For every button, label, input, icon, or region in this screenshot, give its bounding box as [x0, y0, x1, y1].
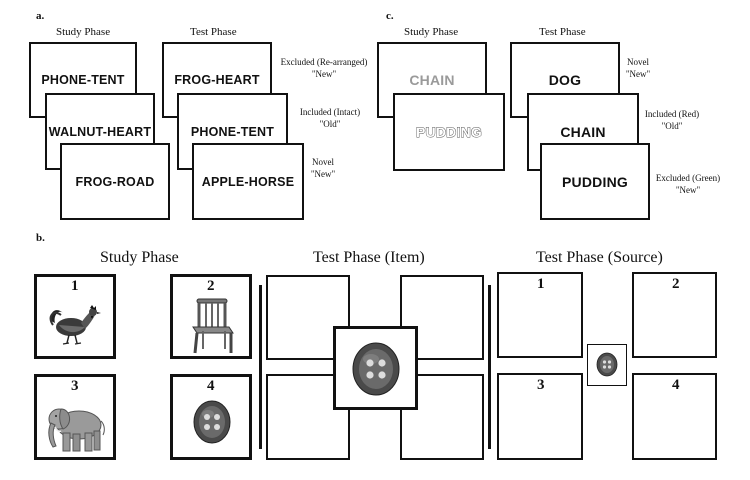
panel-c-label: c.: [386, 10, 394, 22]
note-line-1: Excluded (Green): [655, 173, 721, 183]
note-line-1: Novel: [312, 157, 334, 167]
panel-c-study-card-2: PUDDING: [393, 93, 505, 171]
frame-number: 2: [672, 276, 680, 292]
source-frame-3: 3: [497, 373, 583, 460]
rooster-icon: [49, 305, 101, 345]
source-frame-center: [587, 344, 627, 386]
frame-number: 1: [71, 278, 79, 294]
panel-a-test-phase-title: Test Phase: [190, 26, 237, 38]
card-word-pair: WALNUT-HEART: [48, 124, 152, 139]
panel-a-study-card-3: FROG-ROAD: [60, 143, 170, 220]
card-word: PUDDING: [416, 124, 483, 141]
elephant-icon: [48, 408, 105, 452]
panel-b-divider-left: [259, 285, 262, 449]
button-icon: [596, 352, 618, 377]
note-line-1: Included (Intact): [299, 107, 361, 117]
frame-number: 4: [207, 378, 215, 394]
panel-b-test-source-title: Test Phase (Source): [536, 249, 663, 266]
panel-b-divider-right: [488, 285, 491, 449]
note-line-2: "New": [625, 69, 651, 79]
card-word-pair: FROG-ROAD: [75, 174, 155, 189]
panel-b-test-item-title: Test Phase (Item): [313, 249, 425, 266]
panel-a-note-novel: Novel "New": [300, 156, 346, 180]
card-word-pair: APPLE-HORSE: [201, 174, 295, 189]
button-icon: [352, 342, 400, 396]
card-word-pair: PHONE-TENT: [41, 73, 125, 87]
study-frame-4: 4: [170, 374, 252, 460]
note-line-1: Novel: [627, 57, 649, 67]
study-frame-3: 3: [34, 374, 116, 460]
panel-c-study-phase-title: Study Phase: [404, 26, 459, 38]
panel-c-test-card-3: PUDDING: [540, 143, 650, 220]
panel-a-note-excluded: Excluded (Re-arranged) "New": [276, 56, 372, 80]
note-line-2: "New": [675, 185, 701, 195]
card-word: DOG: [548, 72, 582, 88]
panel-a-note-included: Included (Intact) "Old": [290, 106, 370, 130]
button-icon: [193, 400, 231, 444]
card-word: CHAIN: [409, 72, 455, 88]
panel-c-note-novel: Novel "New": [620, 56, 656, 80]
note-line-2: "Old": [319, 119, 341, 129]
note-line-1: Included (Red): [644, 109, 700, 119]
note-line-1: Excluded (Re-arranged): [280, 57, 368, 67]
card-word: PUDDING: [562, 173, 628, 190]
note-line-2: "Old": [661, 121, 683, 131]
frame-number: 3: [537, 377, 545, 393]
source-frame-2: 2: [632, 272, 717, 358]
panel-b-label: b.: [36, 232, 45, 244]
panel-a-label: a.: [36, 10, 45, 22]
panel-a-test-card-3: APPLE-HORSE: [192, 143, 304, 220]
frame-number: 3: [71, 378, 79, 394]
source-frame-4: 4: [632, 373, 717, 460]
panel-c-note-included: Included (Red) "Old": [640, 108, 704, 132]
panel-c-test-phase-title: Test Phase: [539, 26, 586, 38]
source-frame-1: 1: [497, 272, 583, 358]
study-frame-2: 2: [170, 274, 252, 359]
panel-c-note-excluded: Excluded (Green) "New": [651, 172, 725, 196]
card-word-pair: FROG-HEART: [174, 73, 260, 87]
card-word: CHAIN: [560, 124, 606, 140]
frame-number: 4: [672, 377, 680, 393]
panel-a-study-phase-title: Study Phase: [56, 26, 111, 38]
chair-icon: [192, 298, 234, 354]
note-line-2: "New": [311, 69, 337, 79]
note-line-2: "New": [310, 169, 336, 179]
item-frame-center: [333, 326, 418, 410]
frame-number: 1: [537, 276, 545, 292]
frame-number: 2: [207, 278, 215, 294]
panel-b-study-phase-title: Study Phase: [100, 249, 179, 266]
study-frame-1: 1: [34, 274, 116, 359]
card-word-pair: PHONE-TENT: [190, 124, 275, 139]
